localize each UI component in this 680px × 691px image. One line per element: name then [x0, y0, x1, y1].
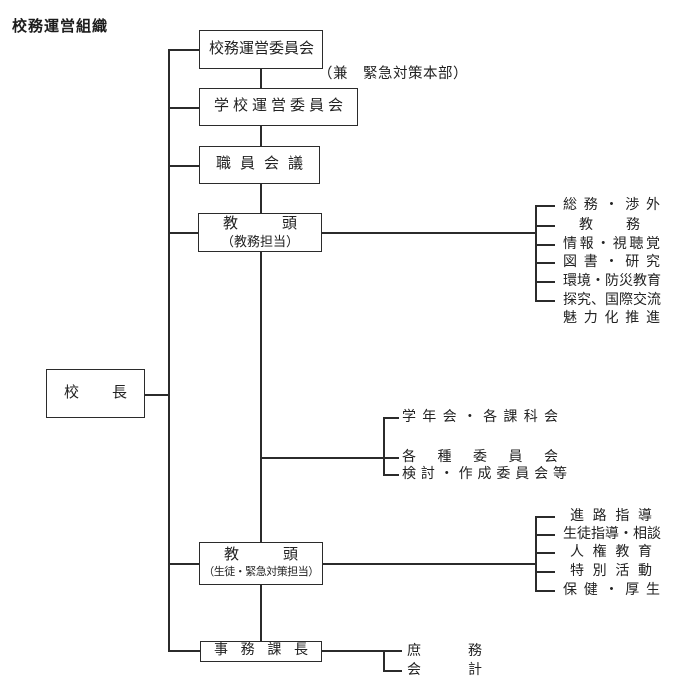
bracket-tick: [535, 244, 555, 246]
bracket-line: [535, 205, 537, 301]
list-item-kankyo-bosai: 環境・防災教育: [563, 274, 661, 289]
bracket-tick: [535, 516, 555, 518]
connector-line: [260, 69, 262, 88]
box-kyoto-seito: 教頭 （生徒・緊急対策担当）: [199, 542, 323, 585]
bracket-tick: [383, 474, 399, 476]
box-label: 教頭: [224, 547, 298, 563]
box-jimu-kacho: 事務課長: [200, 641, 322, 662]
bracket-line: [383, 650, 385, 671]
box-sublabel: （教務担当）: [220, 234, 299, 249]
bracket-tick: [535, 300, 555, 302]
connector-line: [260, 126, 262, 146]
box-komu-unei-iinkai: 校務運営委員会: [199, 30, 323, 69]
list-item-seito-shido: 生徒指導・相談: [563, 527, 661, 542]
note-kinkyu-taisaku-honbu: （兼 緊急対策本部）: [318, 66, 468, 82]
box-sublabel: （生徒・緊急対策担当）: [203, 566, 319, 578]
list-item-hoken-kosei: 保健・厚生: [563, 583, 660, 598]
connector-line: [145, 394, 169, 396]
bracket-tick: [535, 205, 555, 207]
list-item-kakushu-iinkai: 各種委員会: [402, 450, 558, 465]
connector-line: [168, 49, 170, 651]
bracket-tick: [383, 670, 402, 672]
bracket-tick: [535, 590, 555, 592]
bracket-tick: [383, 417, 399, 419]
connector-line: [322, 650, 402, 652]
box-label: 教頭: [223, 216, 297, 232]
connector-line: [322, 563, 535, 565]
bracket-tick: [535, 225, 555, 227]
bracket-line: [535, 516, 537, 591]
list-item-tankyu-kokusai: 探究、国際交流: [563, 293, 661, 308]
box-label: 校長: [64, 385, 127, 401]
list-item-shinro-shido: 進路指導: [570, 509, 652, 524]
list-item-somu-shogai: 総務・渉外: [563, 198, 660, 213]
list-item-kaikei: 会 計: [407, 663, 482, 678]
connector-line: [168, 232, 200, 234]
bracket-line: [383, 417, 385, 475]
list-item-kento-sakusei: 検討・作成委員会等: [402, 467, 567, 482]
bracket-tick: [535, 571, 555, 573]
list-item-gakunenkai: 学年会・各課科会: [402, 410, 558, 425]
connector-line: [322, 232, 535, 234]
box-label: 職員会議: [216, 156, 303, 172]
box-kocho: 校長: [46, 369, 145, 418]
connector-line: [168, 563, 200, 565]
connector-line: [168, 107, 200, 109]
box-shokuin-kaigi: 職員会議: [199, 146, 320, 184]
list-item-miryokuka: 魅力化推進: [563, 311, 660, 326]
connector-line: [168, 49, 200, 51]
connector-line: [260, 184, 262, 213]
bracket-tick: [535, 534, 555, 536]
box-kyoto-kyomu: 教頭 （教務担当）: [198, 213, 322, 252]
list-item-jinken-kyoiku: 人権教育: [570, 545, 652, 560]
list-item-shomu: 庶 務: [407, 644, 482, 659]
connector-line: [168, 650, 201, 652]
list-item-tosho-kenkyu: 図書・研究: [563, 255, 660, 270]
connector-line: [260, 457, 399, 459]
list-item-tokubetsu: 特別活動: [570, 564, 652, 579]
list-item-kyomu: 教 務: [579, 218, 640, 233]
bracket-tick: [535, 552, 555, 554]
connector-line: [260, 585, 262, 641]
connector-line: [168, 165, 200, 167]
box-label: 事務課長: [214, 643, 308, 658]
connector-line: [260, 252, 262, 542]
list-item-joho-shichokaku: 情報・視聴覚: [563, 237, 660, 252]
box-gakko-unei-iinkai: 学校運営委員会: [199, 88, 358, 126]
page-title: 校務運営組織: [12, 18, 109, 35]
bracket-tick: [535, 281, 555, 283]
box-label: 学校運営委員会: [214, 98, 343, 114]
bracket-tick: [535, 262, 555, 264]
box-label: 校務運営委員会: [209, 41, 315, 57]
